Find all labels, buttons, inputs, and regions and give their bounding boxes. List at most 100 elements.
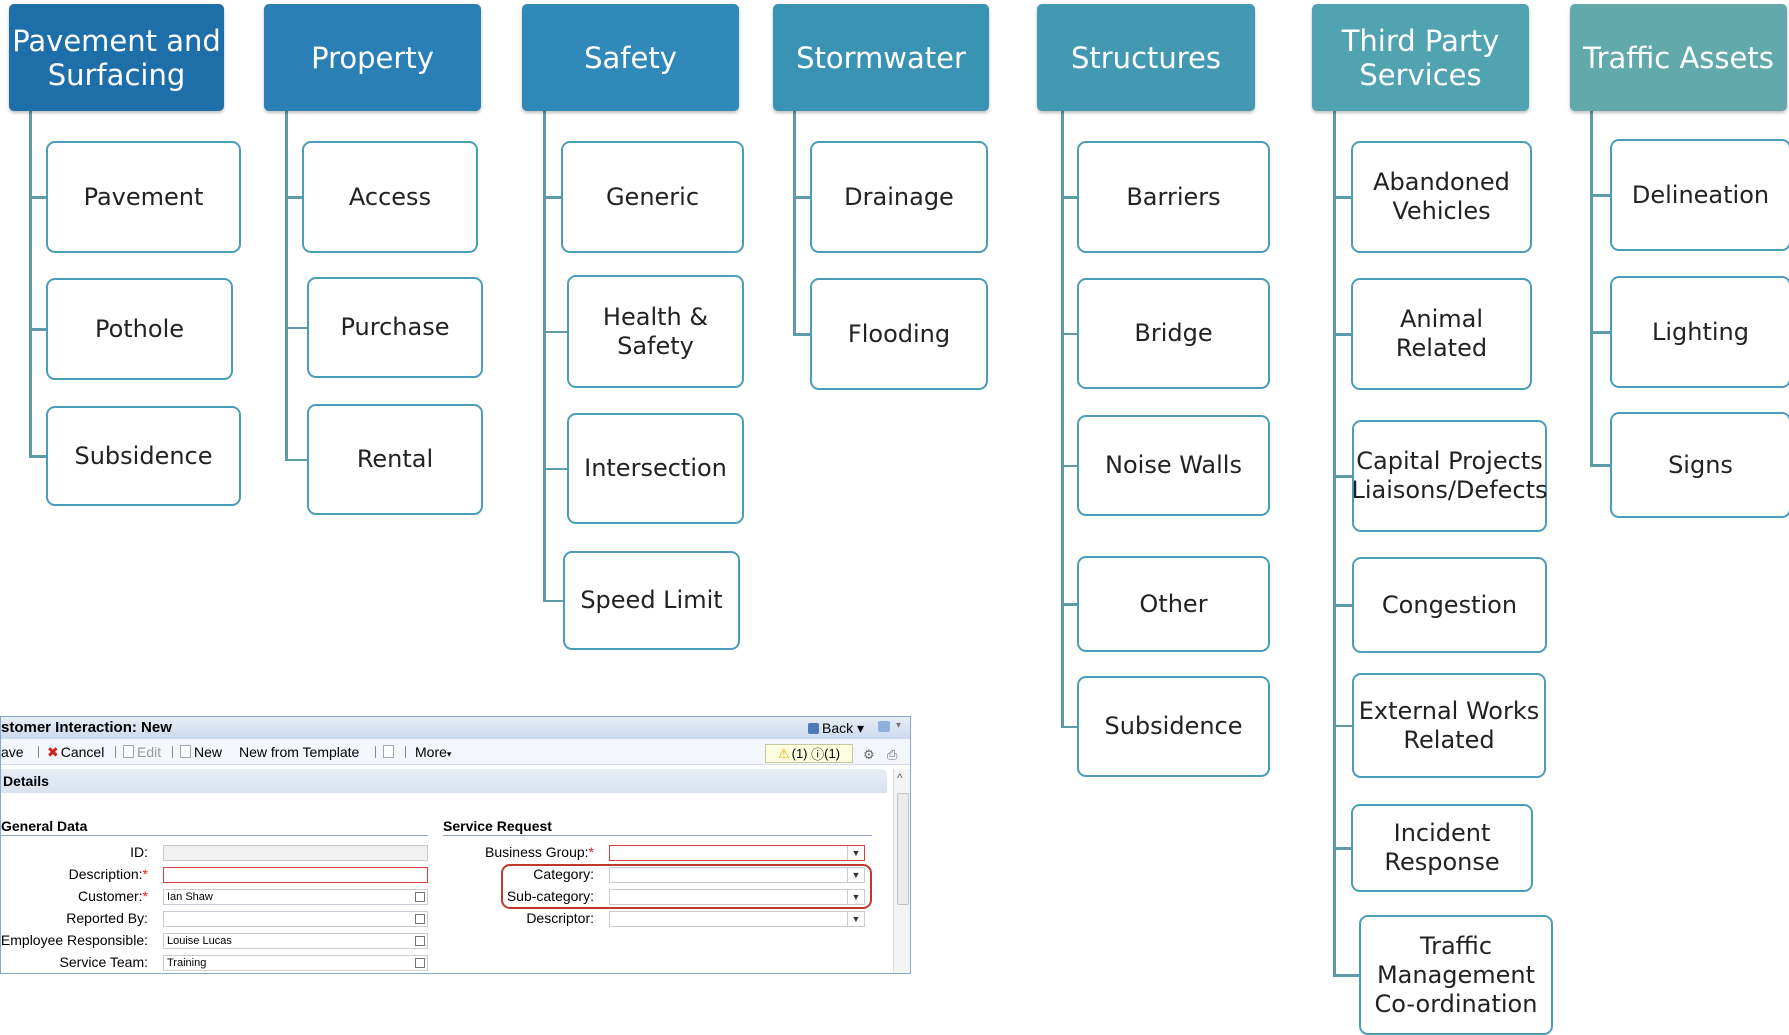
subcategory-label: Barriers: [1126, 182, 1221, 211]
subcategory-label: Pavement: [83, 182, 204, 211]
subcategory-box-delineation: Delineation: [1610, 139, 1789, 251]
subcategory-box-barriers: Barriers: [1077, 141, 1270, 253]
divider: [443, 835, 872, 836]
message-indicator[interactable]: ⚠(1) ⓘ(1): [765, 744, 853, 763]
cancel-icon: ✖: [47, 744, 59, 760]
category-highlight-annotation: [501, 864, 872, 909]
tree-connector: [285, 196, 302, 199]
category-header-property: Property: [264, 4, 481, 111]
subcategory-label: Health & Safety: [602, 302, 709, 360]
toolbar-separator: [172, 746, 173, 758]
print-icon[interactable]: ⎙: [887, 747, 898, 762]
subcategory-box-bridge: Bridge: [1077, 278, 1270, 389]
tree-connector: [1333, 108, 1336, 975]
subcategory-label: Traffic Management Co-ordination: [1374, 931, 1538, 1018]
edit-button[interactable]: Edit: [123, 744, 161, 760]
service-team-field[interactable]: Training: [163, 955, 428, 971]
field-label: Descriptor:: [526, 910, 594, 926]
field-label: Description:*: [68, 866, 148, 882]
chevron-down-icon[interactable]: ▼: [847, 868, 864, 882]
tree-connector: [543, 467, 567, 470]
category-header-label: Safety: [584, 40, 677, 75]
business-group-dropdown[interactable]: ▼: [609, 845, 865, 861]
tree-connector: [1333, 475, 1352, 478]
toolbar-separator: [38, 746, 39, 758]
category-header-label: Pavement and Surfacing: [12, 23, 221, 92]
value-help-icon[interactable]: [415, 892, 425, 902]
category-header-label: Structures: [1070, 40, 1221, 75]
copy-button[interactable]: [383, 744, 397, 760]
tree-connector: [1590, 464, 1610, 467]
field-label: ID:: [130, 844, 148, 860]
customer-field[interactable]: Ian Shaw: [163, 889, 428, 905]
subcategory-label: Bridge: [1134, 319, 1213, 347]
details-section-header[interactable]: Details: [1, 769, 887, 793]
subcategory-label: Flooding: [847, 319, 951, 348]
subcategory-label: Drainage: [844, 182, 954, 211]
new-from-template-button[interactable]: New from Template: [239, 744, 360, 760]
descriptor-dropdown[interactable]: ▼: [609, 911, 865, 927]
new-button[interactable]: New: [180, 744, 222, 760]
value-help-icon[interactable]: [415, 936, 425, 946]
description-field[interactable]: [163, 867, 428, 883]
window-menu-icon[interactable]: [878, 721, 890, 732]
personalize-icon[interactable]: ⚙: [863, 747, 875, 762]
customer-interaction-form: stomer Interaction: New Back ▾ ▾ ave ✖Ca…: [0, 716, 911, 974]
employee-responsible-field[interactable]: Louise Lucas: [163, 933, 428, 949]
warning-icon: ⚠: [777, 745, 790, 761]
tree-connector: [285, 326, 307, 329]
save-button[interactable]: ave: [1, 744, 24, 760]
subcategory-box-signs: Signs: [1610, 412, 1789, 518]
info-icon: ⓘ: [811, 747, 825, 762]
chevron-down-icon[interactable]: ▾: [896, 720, 902, 731]
subcategory-label: Delineation: [1631, 180, 1770, 209]
tree-connector: [543, 196, 561, 199]
subcategory-label: External Works Related: [1358, 696, 1540, 754]
reported-by-field[interactable]: [163, 911, 428, 927]
subcategory-label: Noise Walls: [1105, 451, 1242, 479]
field-label: Category:: [533, 866, 594, 882]
subcategory-label: Animal Related: [1395, 305, 1488, 362]
category-header-stormwater: Stormwater: [773, 4, 989, 111]
tree-connector: [1061, 196, 1077, 199]
chevron-down-icon[interactable]: ▼: [847, 912, 864, 926]
subcategory-label: Intersection: [584, 454, 727, 482]
subcategory-box-incident-response: Incident Response: [1351, 804, 1533, 892]
tree-connector: [1333, 196, 1351, 199]
tree-connector: [29, 455, 46, 458]
copy-icon: [383, 745, 394, 758]
cancel-button[interactable]: ✖Cancel: [47, 744, 105, 760]
field-label: Customer:*: [77, 888, 148, 904]
more-menu[interactable]: More▾: [415, 744, 452, 760]
scrollbar[interactable]: ^: [893, 769, 910, 973]
id-field[interactable]: [163, 845, 428, 861]
sub-category-dropdown[interactable]: ▼: [609, 889, 865, 905]
toolbar-separator: [375, 746, 376, 758]
back-button[interactable]: Back ▾: [808, 720, 864, 737]
subcategory-box-drainage: Drainage: [810, 141, 988, 253]
category-header-safety: Safety: [522, 4, 739, 111]
field-label: Employee Responsible:: [0, 932, 148, 948]
category-header-pavement-and-surfacing: Pavement and Surfacing: [9, 4, 224, 111]
subcategory-box-congestion: Congestion: [1352, 557, 1547, 653]
subcategory-label: Speed Limit: [580, 586, 723, 614]
tree-connector: [29, 196, 46, 199]
subcategory-label: Purchase: [340, 313, 450, 341]
subcategory-box-purchase: Purchase: [307, 277, 483, 378]
value-help-icon[interactable]: [415, 914, 425, 924]
value-help-icon[interactable]: [415, 958, 425, 968]
chevron-down-icon[interactable]: ▼: [847, 890, 864, 904]
tree-connector: [793, 196, 810, 199]
required-marker: *: [142, 866, 148, 882]
tree-connector: [1061, 725, 1077, 728]
subcategory-box-external-works-related: External Works Related: [1352, 673, 1546, 778]
category-dropdown[interactable]: ▼: [609, 867, 865, 883]
chevron-up-icon[interactable]: ^: [897, 771, 903, 785]
tree-connector: [543, 330, 567, 333]
scrollbar-thumb[interactable]: [897, 793, 909, 905]
subcategory-label: Congestion: [1381, 590, 1518, 619]
details-label: Details: [3, 773, 49, 789]
tree-connector: [1333, 604, 1352, 607]
chevron-down-icon[interactable]: ▼: [847, 846, 864, 860]
